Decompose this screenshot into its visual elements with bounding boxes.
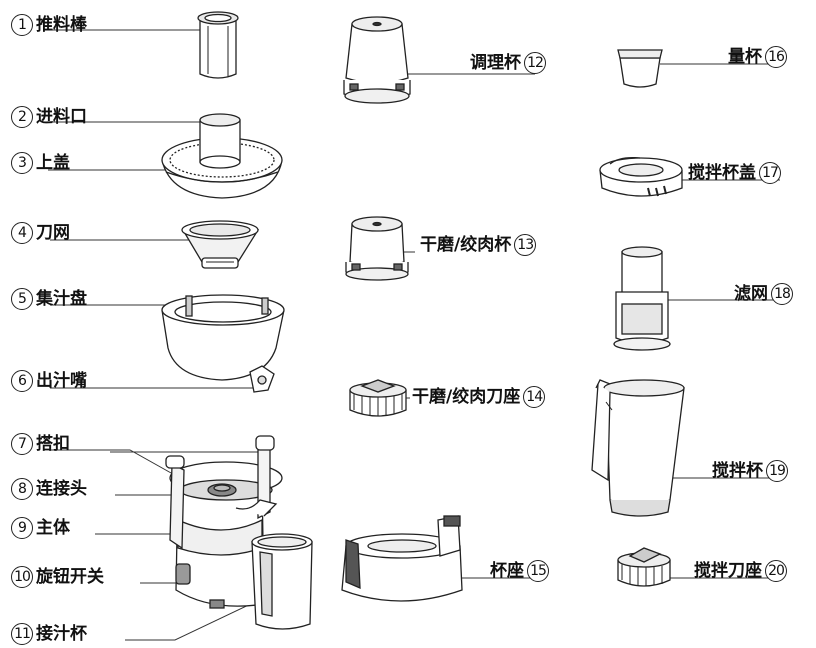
part-name-6: 出汁嘴 (36, 371, 87, 391)
part-number-10: 10 (11, 566, 33, 588)
grinding-blade-drawing (349, 379, 407, 417)
part-name-5: 集汁盘 (36, 289, 87, 309)
part-name-8: 连接头 (36, 479, 87, 499)
part-name-1: 推料棒 (36, 15, 87, 35)
part-number-7: 7 (11, 433, 33, 455)
collector-drawing (161, 294, 285, 393)
part-number-9: 9 (11, 517, 33, 539)
part-number-12: 12 (524, 52, 546, 74)
leader-line-11 (125, 589, 281, 641)
part-number-11: 11 (11, 623, 33, 645)
part-number-16: 16 (765, 46, 787, 68)
part-number-14: 14 (523, 386, 546, 408)
leader-line-7 (50, 449, 181, 479)
part-number-5: 5 (11, 288, 33, 310)
part-number-13: 13 (514, 234, 537, 256)
part-name-3: 上盖 (36, 153, 70, 173)
part-name-17: 搅拌杯盖 (688, 163, 756, 183)
part-name-7: 搭扣 (36, 434, 70, 454)
grinding-cup-drawing (345, 216, 409, 281)
part-number-4: 4 (11, 222, 33, 244)
part-name-16: 量杯 (728, 47, 762, 67)
part-name-18: 滤网 (734, 284, 768, 304)
blender-jar-drawing (591, 379, 685, 517)
part-name-19: 搅拌杯 (712, 461, 763, 481)
pusher-drawing (197, 11, 239, 79)
part-number-17: 17 (759, 162, 781, 184)
jug-drawing (251, 533, 313, 630)
measuring-cup-drawing (617, 49, 663, 88)
cup-base-drawing (341, 515, 463, 602)
lid-drawing (161, 113, 283, 199)
filter-drawing (613, 246, 671, 351)
part-name-4: 刀网 (36, 223, 70, 243)
part-name-20: 搅拌刀座 (694, 561, 762, 581)
part-name-15: 杯座 (490, 561, 524, 581)
part-number-3: 3 (11, 152, 33, 174)
part-name-11: 接汁杯 (36, 624, 87, 644)
part-number-2: 2 (11, 106, 33, 128)
part-name-13: 干磨/绞肉杯 (420, 235, 512, 255)
main-body-drawing (165, 435, 283, 609)
part-number-15: 15 (527, 560, 549, 582)
part-name-10: 旋钮开关 (36, 567, 104, 587)
part-name-12: 调理杯 (470, 53, 521, 73)
part-number-8: 8 (11, 478, 33, 500)
part-number-18: 18 (771, 283, 793, 305)
sieve-drawing (181, 220, 260, 269)
part-number-1: 1 (11, 14, 33, 36)
part-number-20: 20 (765, 560, 787, 582)
part-number-19: 19 (766, 460, 788, 482)
part-name-14: 干磨/绞肉刀座 (412, 387, 521, 407)
part-number-6: 6 (11, 370, 33, 392)
part-name-2: 进料口 (36, 107, 87, 127)
blender-lid-drawing (599, 156, 683, 197)
blender-blade-drawing (617, 547, 671, 587)
processing-cup-drawing (343, 16, 411, 104)
part-name-9: 主体 (36, 518, 70, 538)
